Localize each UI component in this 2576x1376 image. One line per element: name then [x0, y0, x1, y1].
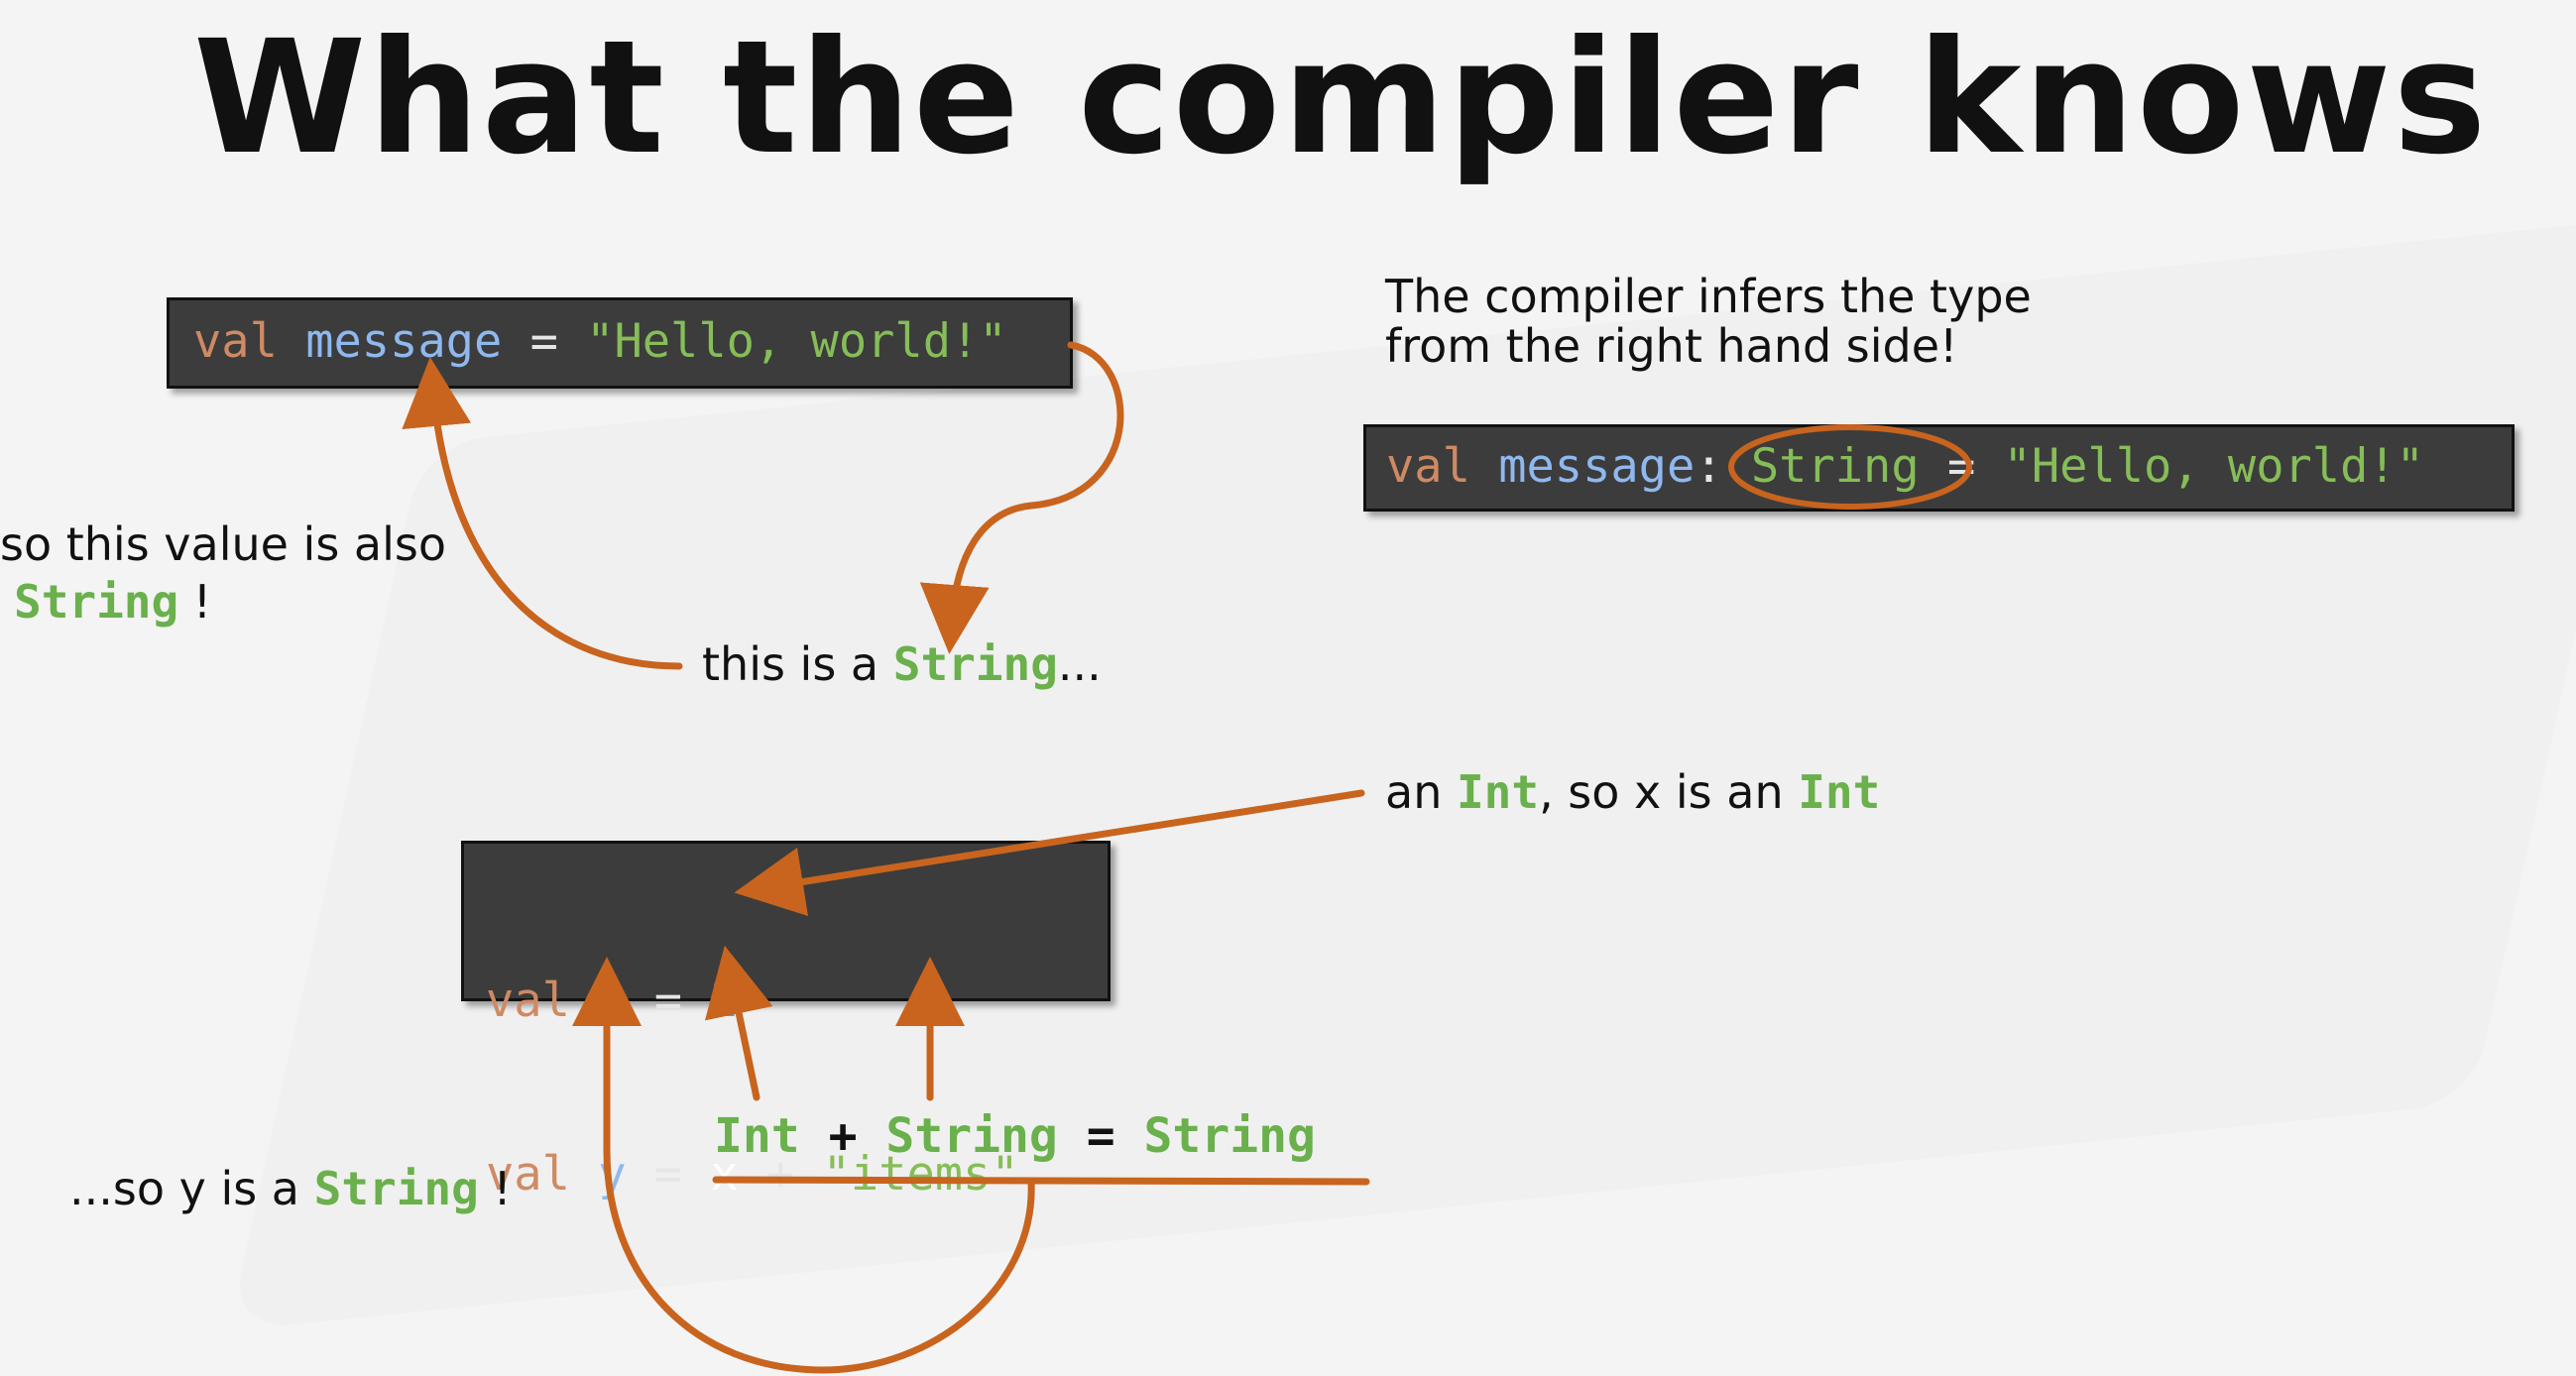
keyword-val: val	[193, 314, 278, 369]
note-this-prefix: this is a	[702, 637, 893, 691]
equals-operator: =	[653, 1147, 683, 1202]
exclamation: !	[493, 1162, 512, 1215]
code-block-typed-message: val message: String = "Hello, world!"	[1363, 424, 2515, 512]
equals-operator: =	[653, 974, 683, 1028]
note-int: an Int, so x is an Int	[1385, 765, 1880, 819]
note-infer-line2: from the right hand side!	[1385, 319, 1958, 373]
exclamation: !	[192, 575, 212, 629]
note-this-is-string: this is a String...	[702, 637, 1102, 691]
type-string: String	[885, 1108, 1058, 1164]
note-this-suffix: ...	[1057, 637, 1102, 691]
note-int-prefix: an	[1385, 765, 1457, 819]
note-also-line2: String !	[14, 575, 211, 629]
type-int: Int	[1798, 765, 1881, 819]
note-y-is-string: ...so y is a String !	[69, 1162, 512, 1215]
equals-operator: =	[1946, 439, 1976, 494]
string-literal: "Hello, world!"	[2003, 439, 2424, 494]
type-int: Int	[714, 1108, 800, 1164]
note-also-line1: so this value is also	[0, 517, 447, 571]
identifier-y: y	[598, 1147, 627, 1202]
type-string: String	[313, 1162, 479, 1215]
code-block-x-y: val x = 2 val y = x + "items"	[461, 841, 1111, 1202]
equals-operator: =	[529, 314, 558, 369]
type-string: String	[14, 575, 179, 629]
type-int: Int	[1456, 765, 1540, 819]
plus-sign: +	[828, 1108, 858, 1164]
identifier-x: x	[598, 974, 627, 1028]
type-string: String	[892, 637, 1058, 691]
identifier-message: message	[305, 314, 503, 369]
keyword-val: val	[486, 1147, 570, 1202]
note-int-middle: , so x is an	[1539, 765, 1799, 819]
code-line-x: val x = 2	[486, 969, 1108, 1033]
type-equation: Int + String = String	[714, 1108, 1316, 1164]
equals-sign: =	[1086, 1108, 1115, 1164]
keyword-val: val	[486, 974, 570, 1028]
string-literal: "Hello, world!"	[586, 314, 1007, 369]
slide-title: What the compiler knows	[193, 7, 2489, 189]
keyword-val: val	[1386, 439, 1470, 494]
number-literal: 2	[710, 974, 739, 1028]
colon: :	[1695, 439, 1723, 494]
code-block-message: val message = "Hello, world!"	[167, 297, 1073, 389]
type-annotation-string: String	[1750, 439, 1920, 494]
note-infer-line1: The compiler infers the type	[1385, 270, 2032, 323]
type-string-result: String	[1143, 1108, 1316, 1164]
note-y-prefix: ...so y is a	[69, 1162, 314, 1215]
identifier-message: message	[1498, 439, 1696, 494]
